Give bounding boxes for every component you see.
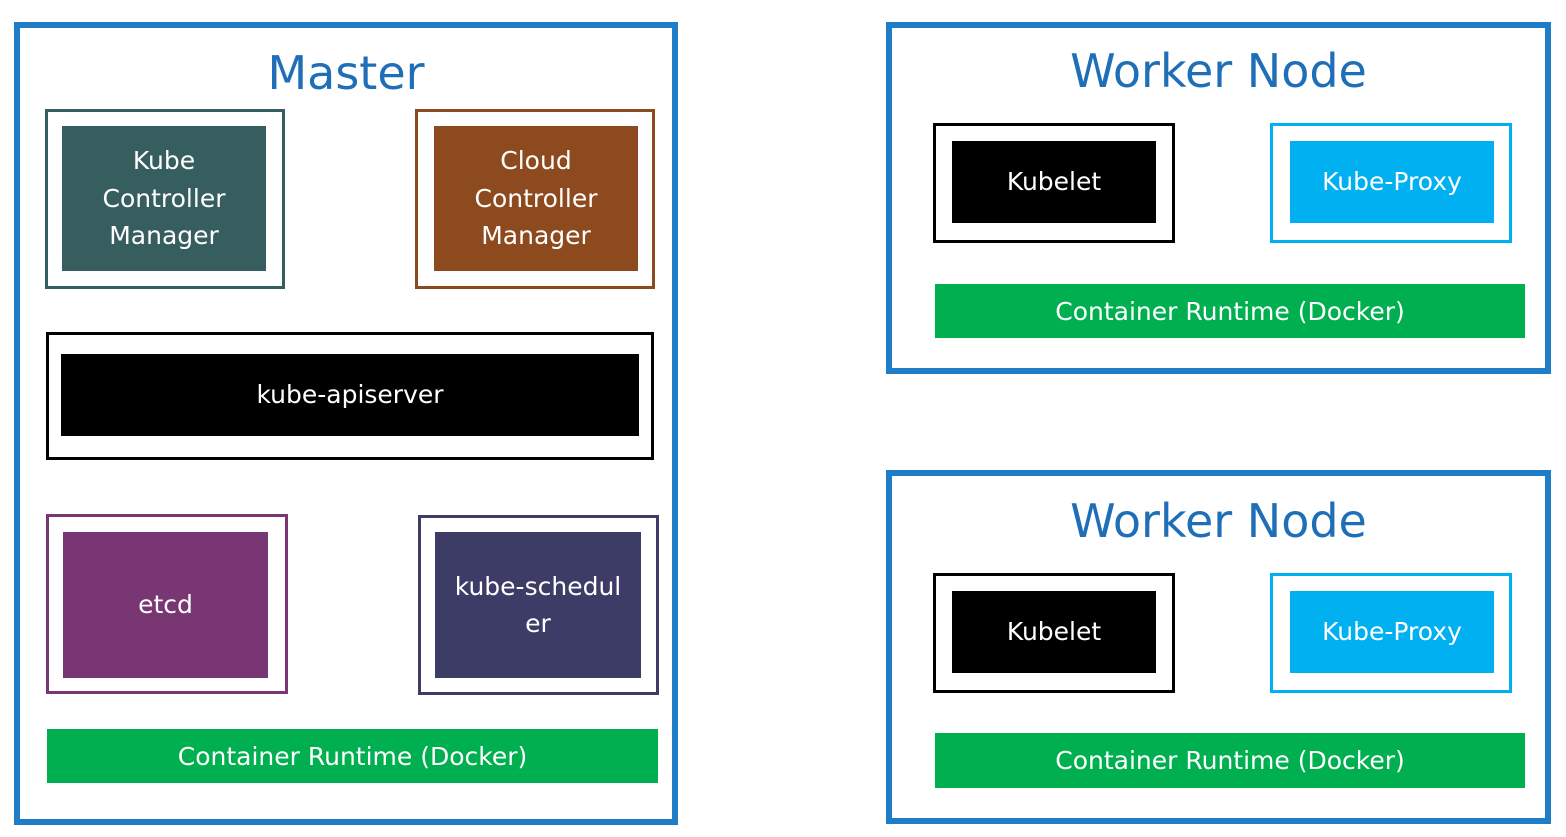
kubelet: Kubelet: [952, 141, 1156, 223]
kube-scheduler-frame: [418, 515, 659, 695]
cloud-controller-manager-frame: [415, 109, 655, 289]
etcd: etcd: [63, 532, 268, 678]
kubelet-frame: [933, 573, 1175, 693]
master-node: Master Kube Controller Manager Cloud Con…: [14, 22, 678, 825]
kube-scheduler: kube-schedul er: [435, 532, 641, 678]
kube-apiserver: kube-apiserver: [61, 354, 639, 436]
worker-node: Worker Node Kubelet Kube-Proxy Container…: [886, 22, 1551, 374]
kubelet-frame: [933, 123, 1175, 243]
etcd-frame: [46, 514, 288, 694]
worker-node-title: Worker Node: [1070, 494, 1367, 548]
kube-proxy: Kube-Proxy: [1290, 141, 1494, 223]
kube-controller-manager-frame: [45, 109, 285, 289]
worker-node: Worker Node Kubelet Kube-Proxy Container…: [886, 470, 1551, 824]
kube-proxy: Kube-Proxy: [1290, 591, 1494, 673]
kube-apiserver-frame: [46, 332, 654, 460]
worker-container-runtime: Container Runtime (Docker): [935, 733, 1525, 788]
master-container-runtime: Container Runtime (Docker): [47, 729, 658, 783]
master-title: Master: [267, 46, 425, 100]
worker-container-runtime: Container Runtime (Docker): [935, 284, 1525, 338]
worker-node-title: Worker Node: [1070, 44, 1367, 98]
kube-proxy-frame: [1270, 573, 1512, 693]
kube-controller-manager: Kube Controller Manager: [62, 126, 266, 271]
kubelet: Kubelet: [952, 591, 1156, 673]
cloud-controller-manager: Cloud Controller Manager: [434, 126, 638, 271]
kube-proxy-frame: [1270, 123, 1512, 243]
